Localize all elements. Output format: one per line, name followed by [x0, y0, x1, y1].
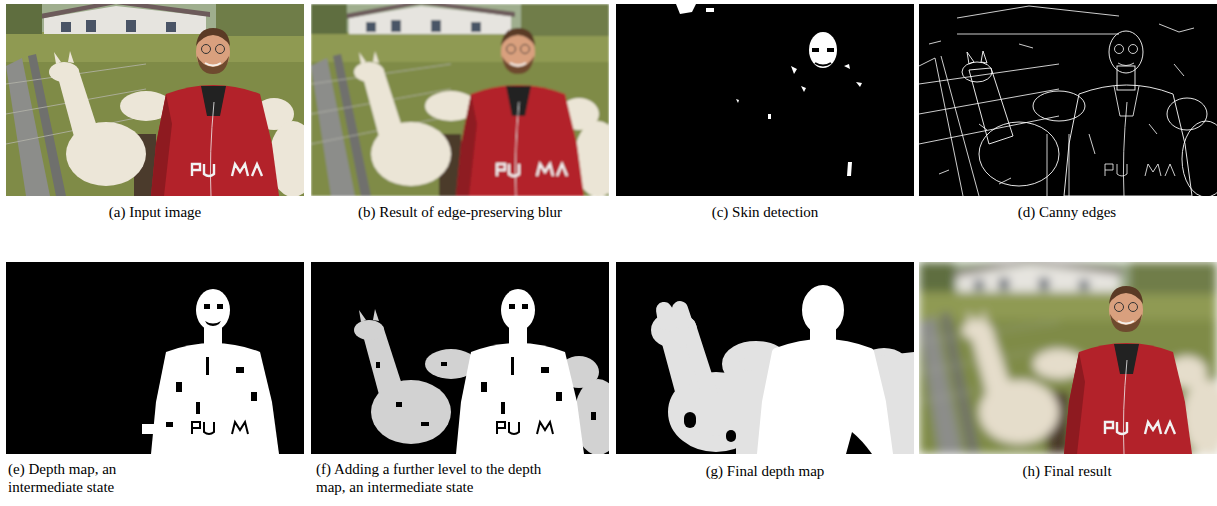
panel-caption: (d) Canny edges — [919, 203, 1215, 221]
edge-map — [919, 4, 1217, 196]
panel-caption: (c) Skin detection — [616, 203, 914, 221]
panel-caption: (e) Depth map, an intermediate state — [8, 460, 158, 497]
panel-caption: (g) Final depth map — [616, 462, 914, 480]
depth-map-stage — [6, 262, 304, 454]
final-depth-map — [616, 262, 914, 454]
panel-caption: (b) Result of edge-preserving blur — [311, 203, 609, 221]
final-photo — [919, 262, 1217, 454]
panel-caption: (f) Adding a further level to the depth … — [316, 460, 552, 497]
input-photo — [6, 4, 304, 196]
blurred-photo — [311, 4, 609, 196]
skin-mask — [616, 4, 914, 196]
panel-caption: (h) Final result — [919, 462, 1215, 480]
depth-map-level — [311, 262, 609, 454]
panel-caption: (a) Input image — [6, 203, 304, 221]
